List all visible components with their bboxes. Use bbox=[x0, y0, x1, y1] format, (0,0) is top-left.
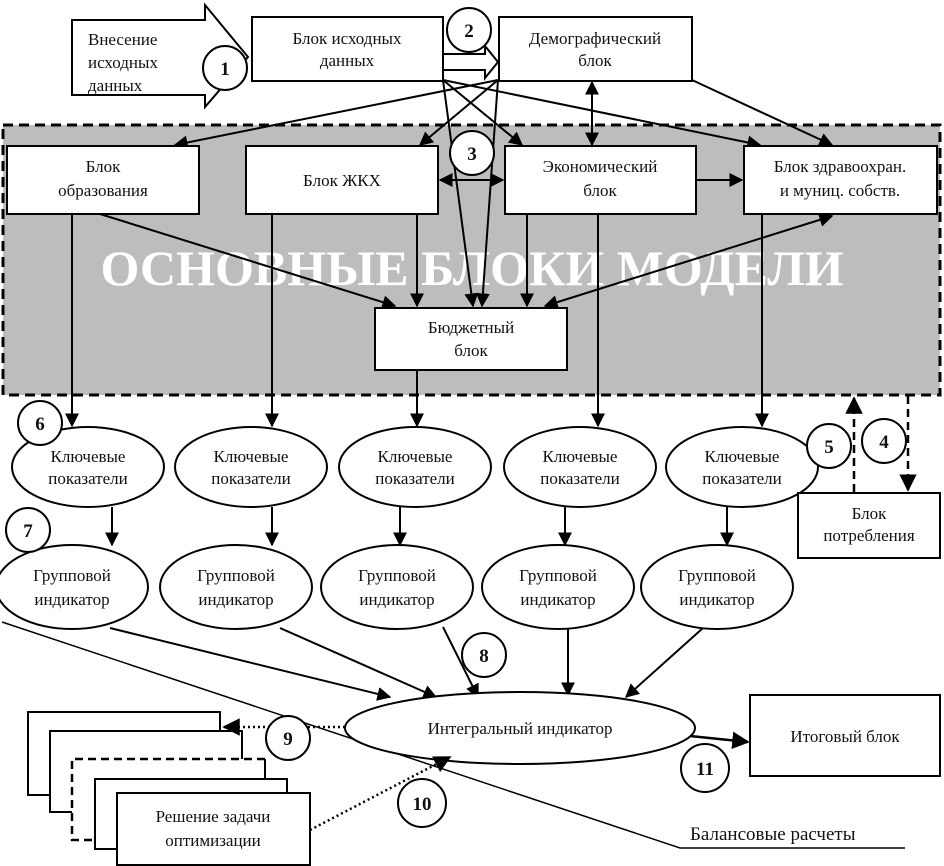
step-10: 10 bbox=[413, 794, 432, 815]
balance-calculations-line bbox=[1, 621, 905, 849]
key-indicator-4[interactable] bbox=[503, 426, 657, 508]
step-6: 6 bbox=[35, 414, 45, 435]
step-1: 1 bbox=[220, 59, 230, 80]
step-5: 5 bbox=[824, 437, 834, 458]
health-block-label: Блок здравоохран.и муниц. собств. bbox=[774, 157, 907, 200]
step-11: 11 bbox=[696, 759, 714, 780]
step-markers: 1 2 3 4 5 6 7 8 9 10 11 bbox=[5, 7, 907, 828]
group-indicator-1[interactable] bbox=[0, 544, 149, 630]
step-8: 8 bbox=[479, 646, 489, 667]
balance-calculations-label: Балансовые расчеты bbox=[690, 824, 856, 845]
integral-indicator-label: Интегральный индикатор bbox=[428, 719, 613, 738]
connectors-row2 bbox=[65, 173, 834, 428]
integral-to-final-arrow bbox=[689, 731, 750, 750]
step-3: 3 bbox=[467, 144, 477, 165]
final-block[interactable] bbox=[749, 694, 941, 777]
connectors-key-to-group bbox=[105, 507, 734, 547]
step-2: 2 bbox=[464, 21, 474, 42]
optimization-to-integral-arrow bbox=[309, 755, 452, 832]
group-indicator-2[interactable] bbox=[159, 544, 313, 630]
housing-block-label: Блок ЖКХ bbox=[303, 171, 381, 190]
budget-block[interactable] bbox=[374, 307, 568, 371]
final-block-label: Итоговый блок bbox=[790, 727, 900, 746]
education-block[interactable] bbox=[6, 145, 200, 215]
health-block[interactable] bbox=[743, 145, 938, 215]
group-indicator-3[interactable] bbox=[320, 544, 474, 630]
block-arrow-source-to-demographic bbox=[442, 43, 500, 81]
step-4: 4 bbox=[879, 432, 889, 453]
key-indicator-1[interactable] bbox=[11, 426, 165, 508]
key-indicator-5[interactable] bbox=[665, 426, 819, 508]
step-9: 9 bbox=[283, 729, 293, 750]
consumption-block[interactable] bbox=[797, 492, 941, 559]
connectors-group-to-integral bbox=[109, 626, 704, 701]
key-indicator-3[interactable] bbox=[338, 426, 492, 508]
housing-block[interactable] bbox=[245, 145, 439, 215]
group-indicator-5[interactable] bbox=[640, 544, 794, 630]
source-data-block[interactable] bbox=[251, 16, 444, 82]
optimization-block[interactable] bbox=[116, 792, 311, 866]
connectors-top bbox=[173, 79, 834, 308]
group-indicator-4[interactable] bbox=[481, 544, 635, 630]
key-indicator-2[interactable] bbox=[174, 426, 328, 508]
step-7: 7 bbox=[23, 521, 33, 542]
demographic-block[interactable] bbox=[498, 16, 693, 82]
